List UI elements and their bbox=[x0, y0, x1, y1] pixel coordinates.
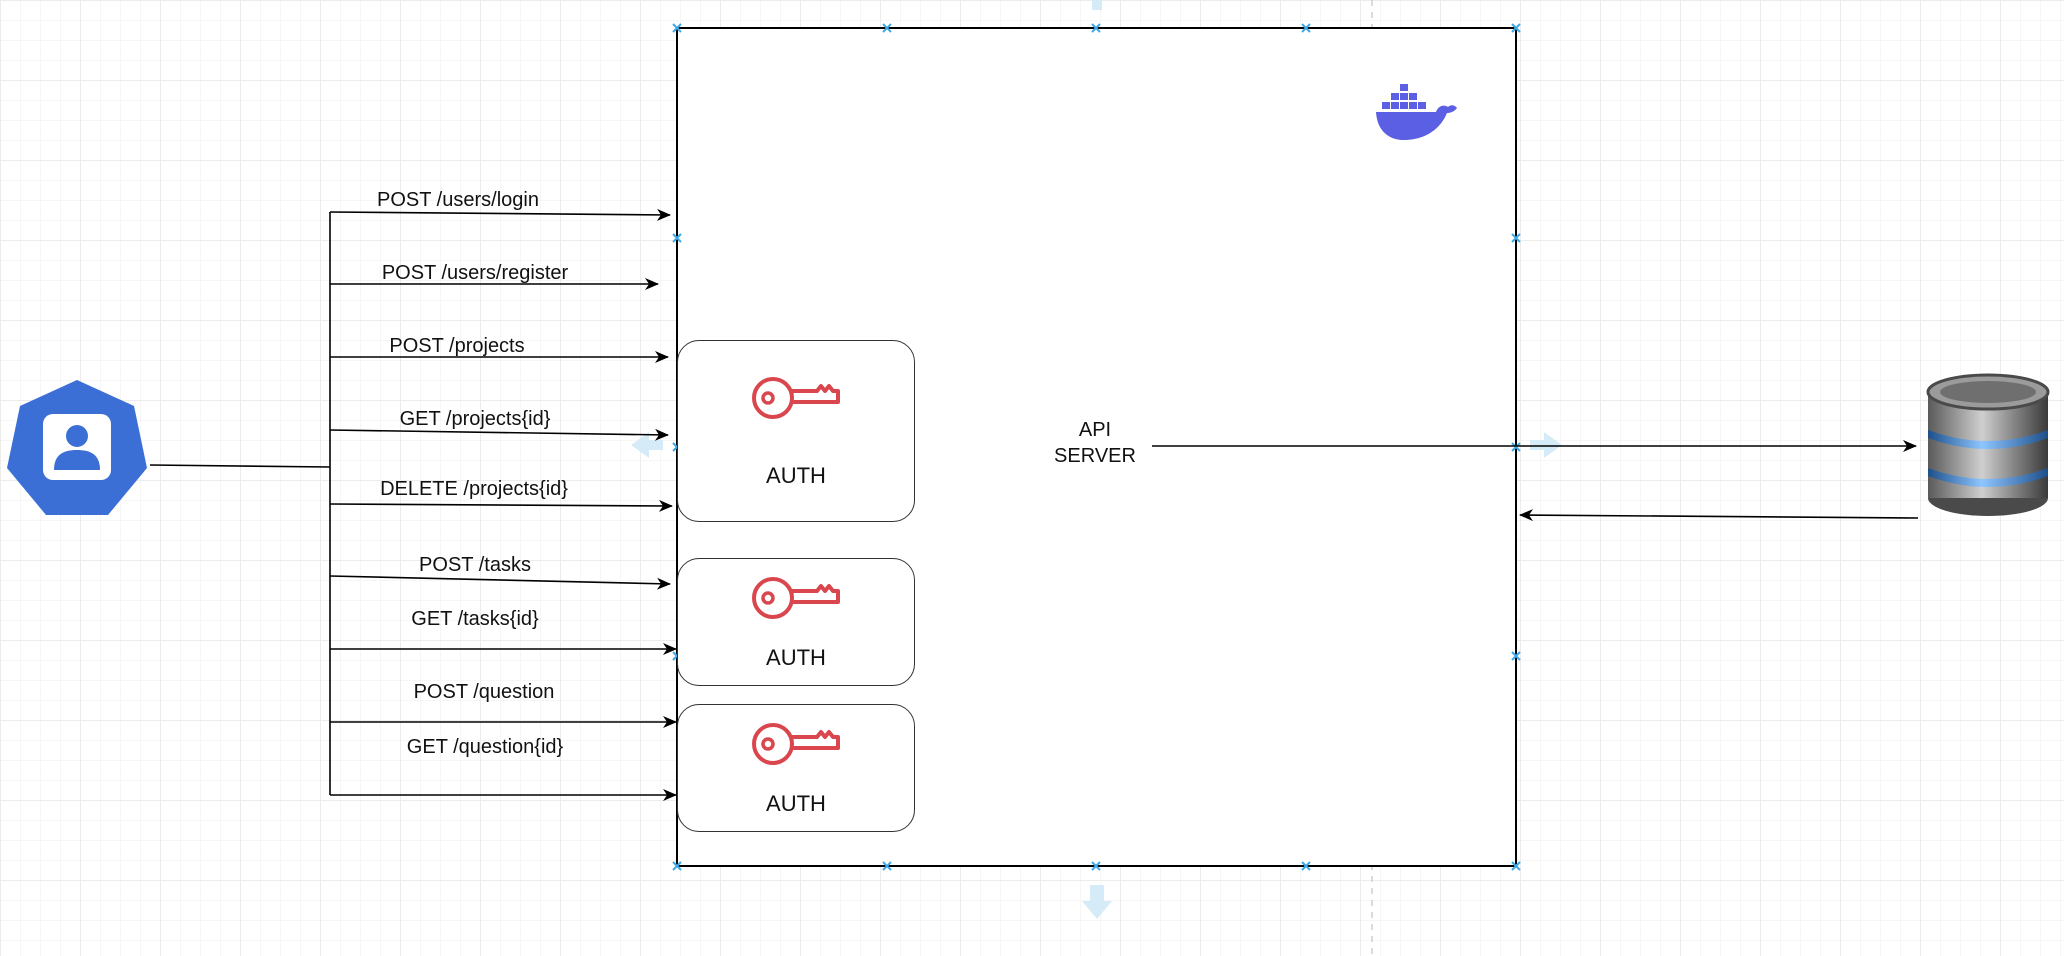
route-label: GET /question{id} bbox=[406, 736, 564, 758]
database-cylinder-icon bbox=[1926, 373, 2050, 516]
auth-box[interactable]: AUTH bbox=[677, 340, 915, 522]
api-server-label-line2: SERVER bbox=[1054, 445, 1136, 467]
db-to-server-arrow bbox=[1519, 509, 1919, 522]
auth-label: AUTH bbox=[766, 463, 826, 488]
auth-box[interactable]: AUTH bbox=[677, 558, 915, 686]
route-label: GET /projects{id} bbox=[399, 408, 551, 430]
auth-label: AUTH bbox=[766, 645, 826, 670]
route-arrow-delete-project bbox=[329, 499, 673, 512]
route-label: POST /tasks bbox=[419, 554, 531, 576]
route-label: GET /tasks{id} bbox=[411, 608, 539, 630]
api-server-label-line1: API bbox=[1078, 419, 1112, 441]
docker-whale-icon bbox=[1376, 84, 1457, 140]
api-server-label: API SERVER bbox=[1054, 417, 1136, 469]
connection-hints bbox=[631, 0, 1562, 919]
route-label: POST /users/login bbox=[377, 189, 539, 211]
auth-box[interactable]: AUTH bbox=[677, 704, 915, 832]
key-icon bbox=[752, 577, 840, 619]
key-icon bbox=[752, 377, 840, 419]
route-arrow-post-tasks bbox=[329, 575, 671, 590]
key-icon bbox=[752, 723, 840, 765]
route-label: POST /users/register bbox=[381, 262, 569, 284]
route-arrow-login bbox=[329, 208, 671, 221]
route-label: DELETE /projects{id} bbox=[380, 478, 568, 500]
route-arrow-get-project bbox=[329, 428, 669, 441]
user-account-icon[interactable] bbox=[6, 378, 148, 516]
route-label: POST /question bbox=[413, 681, 555, 703]
client-connector bbox=[149, 464, 331, 468]
route-label: POST /projects bbox=[389, 335, 525, 357]
auth-label: AUTH bbox=[766, 791, 826, 816]
